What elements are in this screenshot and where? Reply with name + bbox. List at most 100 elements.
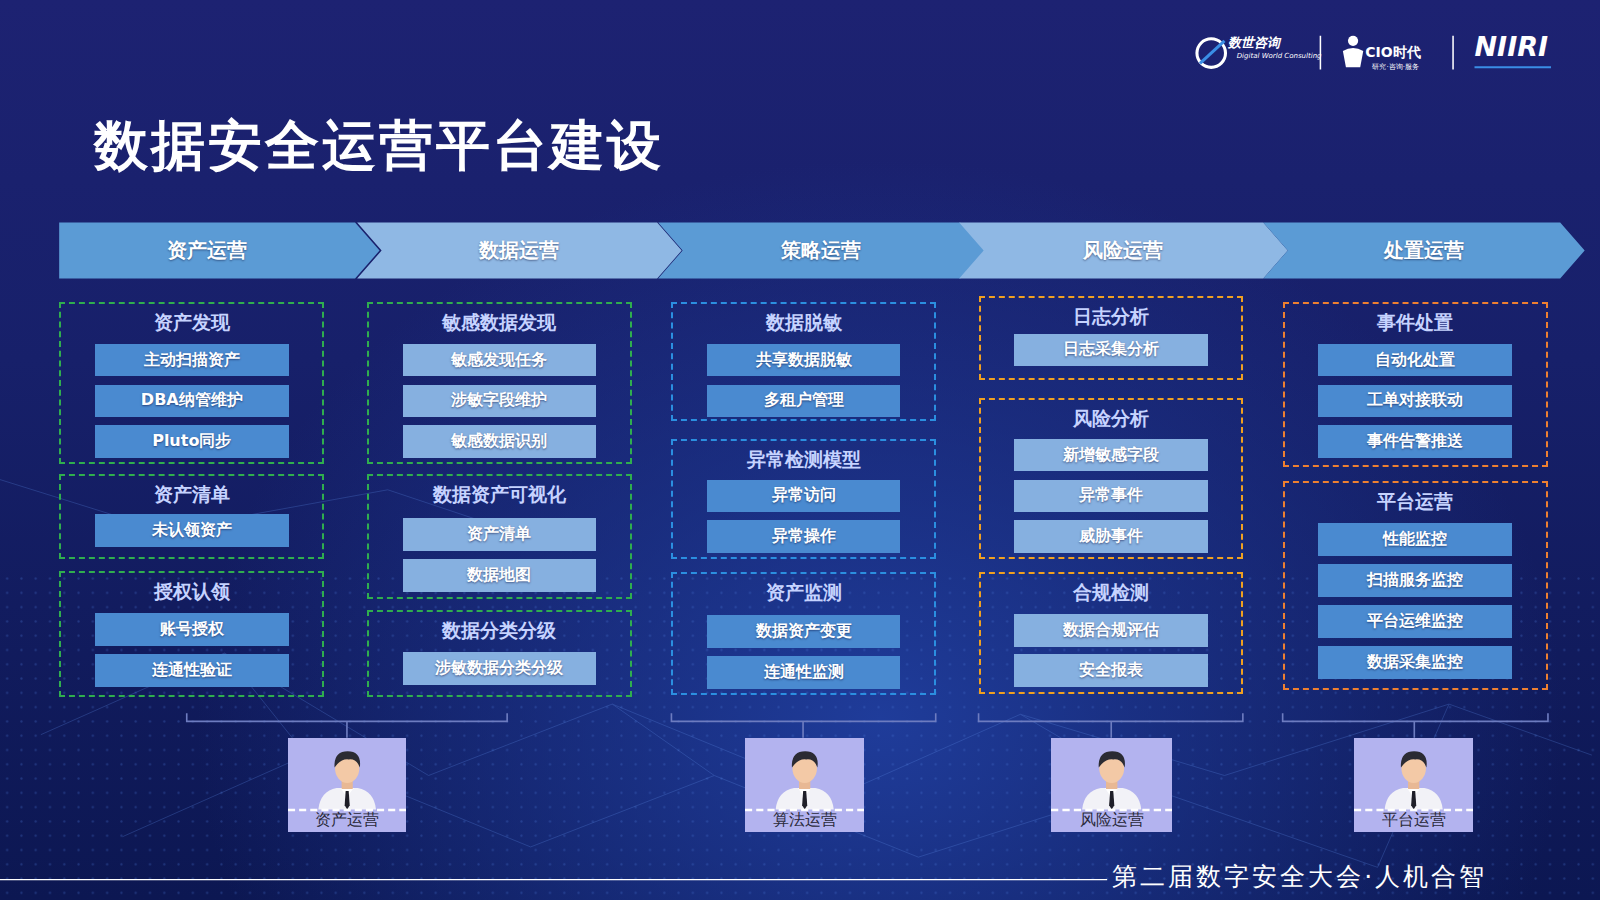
node-label: 异常操作 (772, 526, 836, 547)
function-box: 连通性监测 (707, 656, 901, 689)
logo-text: 研究·咨询·服务 (1372, 62, 1418, 72)
function-box: 未认领资产 (95, 514, 289, 547)
function-box: 资产清单 (403, 518, 597, 551)
logo-text: Digital World Consulting (1237, 52, 1322, 60)
function-box: Pluto同步 (95, 425, 289, 458)
group-heading: 资产清单 (61, 482, 322, 508)
group-heading: 资产监测 (673, 580, 933, 606)
function-box: 威胁事件 (1014, 520, 1208, 553)
stage-chevron: 数据运营 (357, 222, 681, 278)
function-box: 账号授权 (95, 613, 289, 646)
function-box: 工单对接联动 (1318, 385, 1512, 418)
node-label: 连通性监测 (764, 662, 844, 683)
node-label: 涉敏数据分类分级 (435, 658, 563, 679)
node-label: 数据采集监控 (1367, 652, 1463, 673)
group-box: 数据资产可视化资产清单数据地图 (367, 474, 631, 598)
group-box: 事件处置自动化处置工单对接联动事件告警推送 (1283, 302, 1548, 467)
node-label: 风险运营 (1083, 237, 1163, 264)
role-card: 平台运营 (1354, 738, 1473, 832)
function-box: 数据合规评估 (1014, 614, 1208, 647)
node-label: 工单对接联动 (1367, 390, 1463, 411)
group-heading: 数据分类分级 (369, 618, 629, 644)
node-label: 异常事件 (1079, 485, 1143, 506)
node-label: 涉敏字段维护 (451, 390, 547, 411)
group-box: 平台运营性能监控扫描服务监控平台运维监控数据采集监控 (1283, 481, 1548, 690)
group-box: 风险分析新增敏感字段异常事件威胁事件 (979, 398, 1243, 559)
function-box: 连通性验证 (95, 654, 289, 687)
group-box: 资产监测数据资产变更连通性监测 (671, 572, 935, 694)
group-heading: 合规检测 (981, 580, 1241, 606)
function-box: 涉敏字段维护 (403, 385, 597, 418)
group-box: 数据脱敏共享数据脱敏多租户管理 (671, 302, 935, 421)
group-box: 异常检测模型异常访问异常操作 (671, 439, 935, 559)
node-label: 扫描服务监控 (1367, 570, 1463, 591)
group-heading: 数据脱敏 (673, 310, 933, 336)
group-heading: 风险分析 (981, 406, 1241, 432)
role-card: 算法运营 (745, 738, 864, 832)
node-label: 多租户管理 (764, 390, 844, 411)
network-lines (0, 480, 1592, 868)
function-box: 异常访问 (707, 480, 901, 513)
node-label: DBA纳管维护 (141, 390, 243, 411)
group-brackets (187, 713, 1548, 737)
function-box: 扫描服务监控 (1318, 564, 1512, 597)
node-label: 日志采集分析 (1063, 339, 1159, 360)
stage-chevron: 处置运营 (1263, 222, 1584, 278)
node-label: 资产运营 (288, 810, 406, 831)
role-card: 资产运营 (288, 738, 406, 832)
node-label: 主动扫描资产 (144, 350, 240, 371)
node-label: 自动化处置 (1375, 350, 1455, 371)
function-box: 日志采集分析 (1014, 334, 1208, 367)
function-box: 平台运维监控 (1318, 605, 1512, 638)
function-box: 数据地图 (403, 559, 597, 592)
group-box: 资产发现主动扫描资产 DBA纳管维护 Pluto同步 (59, 302, 324, 464)
node-label: 资产运营 (167, 237, 247, 264)
role-card: 风险运营 (1051, 738, 1172, 832)
node-label: 风险运营 (1051, 810, 1172, 831)
group-box: 授权认领账号授权连通性验证 (59, 571, 324, 697)
footer-rule (0, 879, 1107, 880)
node-label: 未认领资产 (152, 520, 232, 541)
function-box: 异常事件 (1014, 480, 1208, 513)
node-label: 共享数据脱敏 (756, 350, 852, 371)
logo-text: NIIRI (1474, 31, 1548, 62)
function-box: 安全报表 (1014, 654, 1208, 687)
function-box: 性能监控 (1318, 523, 1512, 556)
node-label: 数据地图 (467, 565, 531, 586)
function-box: 数据采集监控 (1318, 646, 1512, 679)
function-box: 共享数据脱敏 (707, 344, 901, 377)
group-heading: 日志分析 (981, 304, 1241, 330)
footer-caption: 第二届数字安全大会·人机合智 (1112, 860, 1487, 893)
function-box: 新增敏感字段 (1014, 439, 1208, 472)
function-box: 异常操作 (707, 520, 901, 553)
group-heading: 敏感数据发现 (369, 310, 629, 336)
node-label: 处置运营 (1384, 237, 1464, 264)
function-box: 敏感数据识别 (403, 425, 597, 458)
node-label: 事件告警推送 (1367, 431, 1463, 452)
group-heading: 资产发现 (61, 310, 322, 336)
node-label: 算法运营 (745, 810, 864, 831)
node-label: 威胁事件 (1079, 526, 1143, 547)
stage-chevron: 风险运营 (959, 222, 1288, 278)
node-label: Pluto同步 (152, 431, 231, 452)
group-box: 资产清单未认领资产 (59, 474, 324, 559)
node-label: 新增敏感字段 (1063, 445, 1159, 466)
stage-chevron: 策略运营 (658, 222, 985, 278)
node-label: 数据资产变更 (756, 621, 852, 642)
group-heading: 异常检测模型 (673, 447, 933, 473)
group-heading: 平台运营 (1285, 489, 1546, 515)
node-label: 安全报表 (1079, 660, 1143, 681)
function-box: 涉敏数据分类分级 (403, 652, 597, 685)
logo-text: CIO时代 (1365, 44, 1420, 62)
group-box: 敏感数据发现敏感发现任务涉敏字段维护敏感数据识别 (367, 302, 631, 464)
group-heading: 授权认领 (61, 579, 322, 605)
group-heading: 事件处置 (1285, 310, 1546, 336)
function-box: 事件告警推送 (1318, 425, 1512, 458)
function-box: 自动化处置 (1318, 344, 1512, 377)
node-label: 账号授权 (160, 619, 224, 640)
group-box: 数据分类分级涉敏数据分类分级 (367, 610, 631, 697)
function-box: 数据资产变更 (707, 615, 901, 648)
dot-texture (0, 571, 1600, 900)
